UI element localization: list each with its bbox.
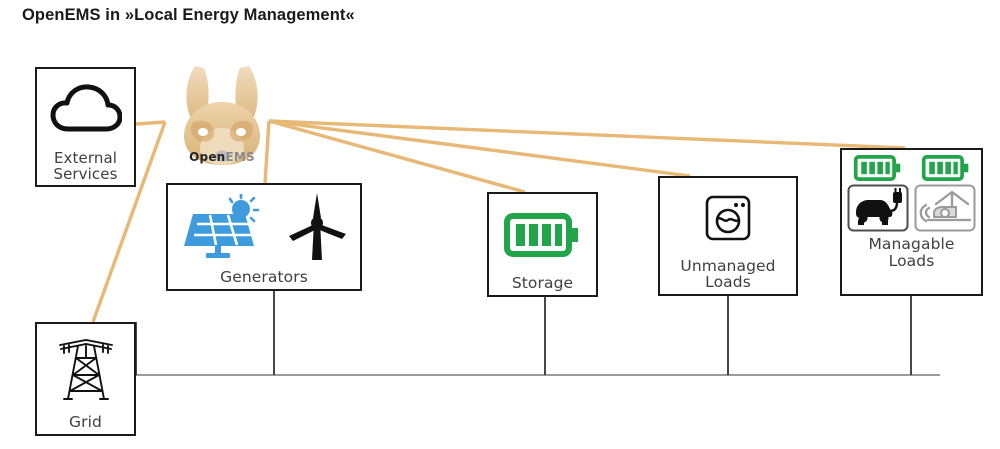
heat-pump-icon (914, 184, 976, 232)
link-openems-external-services (135, 120, 166, 126)
electric-car-charging-icon (847, 184, 909, 232)
link-openems-unmanaged (268, 119, 691, 178)
node-managable-loads-icons (842, 150, 981, 232)
node-managable-loads-label: Managable Loads (868, 235, 955, 270)
fennec-fox-head-icon (184, 66, 260, 165)
power-bus-group (135, 291, 940, 376)
openems-word-open: Open (189, 150, 226, 164)
washing-machine-icon (705, 195, 751, 241)
battery-icon (503, 212, 578, 257)
node-unmanaged-loads-label: Unmanaged Loads (680, 256, 776, 292)
node-grid-label: Grid (69, 413, 102, 432)
node-generators-icons (168, 185, 360, 269)
node-unmanaged-loads-icons (660, 178, 796, 258)
node-external-services-label: External Services (53, 148, 118, 183)
node-external-services[interactable]: External Services (35, 67, 136, 187)
openems-word-ems: EMS (225, 150, 255, 164)
node-external-services-icons (37, 69, 134, 150)
managable-devices-row (847, 184, 976, 232)
openems-logo (172, 60, 272, 172)
cloud-icon (50, 84, 122, 132)
node-storage-label: Storage (511, 274, 574, 293)
node-storage[interactable]: Storage (487, 192, 598, 297)
node-grid[interactable]: Grid (35, 322, 136, 436)
node-managable-loads[interactable]: Managable Loads (840, 148, 983, 296)
battery-icon (921, 155, 968, 181)
transmission-tower-icon (58, 339, 113, 401)
page-title: OpenEMS in »Local Energy Management« (22, 6, 355, 24)
node-generators-label: Generators (220, 268, 308, 287)
solar-panel-icon (184, 194, 260, 259)
battery-icon (853, 155, 900, 181)
link-openems-storage (268, 119, 526, 194)
node-generators[interactable]: Generators (166, 183, 362, 291)
node-unmanaged-loads[interactable]: Unmanaged Loads (658, 176, 798, 296)
node-storage-icons (489, 194, 596, 275)
openems-wordmark: OpenEMS (172, 150, 272, 164)
link-openems-managable (268, 119, 906, 150)
node-grid-icons (37, 324, 134, 414)
wind-turbine-icon (289, 193, 346, 261)
managable-batteries-row (852, 155, 972, 181)
